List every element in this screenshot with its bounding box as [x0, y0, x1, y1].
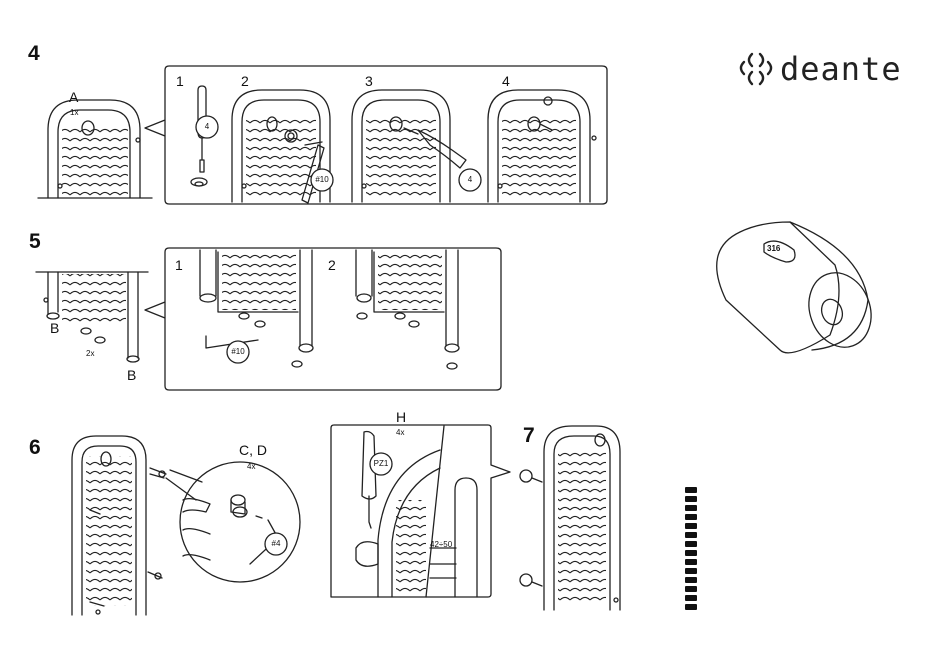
step5-callout — [145, 248, 501, 390]
tab-marker — [685, 577, 697, 583]
part-qty-h: 4x — [396, 428, 404, 437]
step5-sub2-detail — [356, 250, 459, 369]
tool-tag-hex10-b: #10 — [223, 347, 253, 356]
tab-marker — [685, 568, 697, 574]
tab-marker — [685, 541, 697, 547]
tab-marker — [685, 550, 697, 556]
step-number-4: 4 — [28, 42, 40, 66]
step4-sub4-radiator — [488, 90, 596, 202]
step6-zoom-circle — [166, 462, 300, 582]
tab-marker — [685, 595, 697, 601]
brand-logo-icon — [741, 54, 771, 84]
tool-tag-screwdriver: PZ1 — [366, 459, 396, 468]
language-tab-markers — [685, 487, 697, 613]
step-number-5: 5 — [29, 230, 41, 254]
tab-marker — [685, 496, 697, 502]
tab-marker — [685, 523, 697, 529]
tool-tag-hex4-b: 4 — [455, 175, 485, 184]
tab-marker — [685, 604, 697, 610]
tab-marker — [685, 514, 697, 520]
tool-tag-hex4-c: #4 — [261, 539, 291, 548]
part-qty-cd: 4x — [247, 462, 255, 471]
tab-marker — [685, 487, 697, 493]
step4-substep-4: 4 — [502, 73, 510, 89]
step7-radiator — [520, 426, 620, 610]
part-label-cd: C, D — [239, 442, 267, 458]
step4-sub2-radiator — [232, 90, 333, 203]
tab-marker — [685, 505, 697, 511]
step5-substep-1: 1 — [175, 257, 183, 273]
part-label-b-right: B — [127, 367, 136, 383]
step6-radiator — [72, 436, 166, 615]
part-label-h: H — [396, 409, 406, 425]
step5-sub1-detail — [200, 250, 313, 367]
step4-sub3-radiator — [352, 90, 481, 202]
step4-sub1-tool — [191, 86, 218, 186]
tab-marker — [685, 586, 697, 592]
part-qty-a: 1x — [70, 108, 78, 117]
part-qty-b: 2x — [86, 349, 94, 358]
distance-label: 42÷50 — [430, 540, 452, 549]
tab-marker — [685, 559, 697, 565]
end-cap-illustration — [717, 222, 881, 356]
step-number-7: 7 — [523, 424, 535, 448]
part-label-b-left: B — [50, 320, 59, 336]
tool-tag-hex10-a: #10 — [307, 175, 337, 184]
tool-tag-hex4-a: 4 — [192, 122, 222, 131]
step4-substep-2: 2 — [241, 73, 249, 89]
tab-marker — [685, 532, 697, 538]
step-number-6: 6 — [29, 436, 41, 460]
cap-marking: 316 — [767, 244, 780, 253]
part-label-a: A — [69, 89, 78, 105]
step4-substep-1: 1 — [176, 73, 184, 89]
step4-substep-3: 3 — [365, 73, 373, 89]
step6-wall-detail — [331, 425, 510, 597]
step4-radiator — [38, 100, 152, 198]
brand-logo-text: deante — [780, 50, 902, 88]
step5-substep-2: 2 — [328, 257, 336, 273]
